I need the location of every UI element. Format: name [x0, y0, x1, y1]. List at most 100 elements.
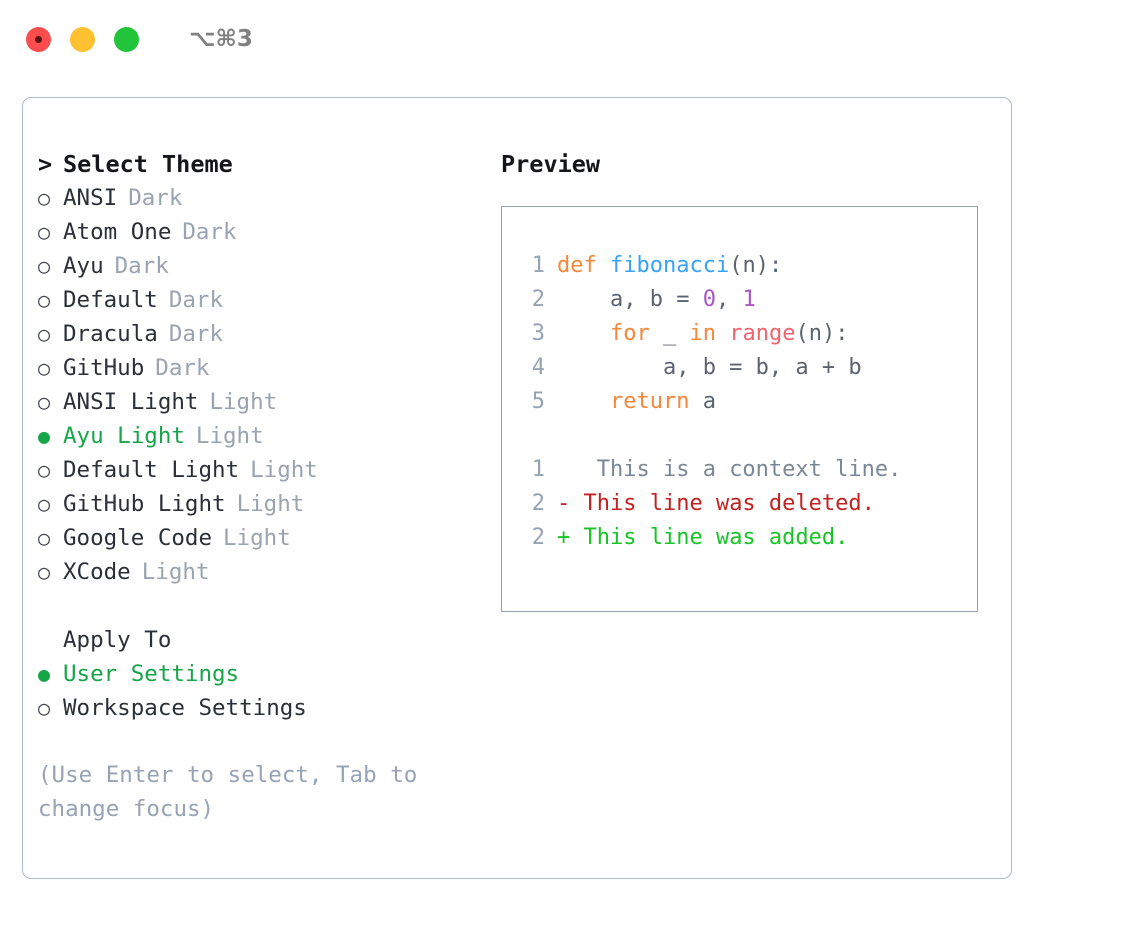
radio-empty-icon[interactable]: ○ — [38, 322, 51, 346]
code-token: 0 — [702, 287, 716, 312]
code-token: range — [729, 321, 796, 346]
title-bar: ⌥⌘3 — [0, 0, 1140, 78]
theme-kind-label: Dark — [155, 355, 210, 381]
theme-name-label: Ayu — [63, 253, 104, 279]
theme-name-label: XCode — [63, 559, 131, 585]
theme-kind-label: Light — [141, 559, 210, 585]
theme-kind-label: Light — [236, 491, 305, 517]
diff-line-number: 1 — [531, 457, 545, 482]
radio-empty-icon[interactable]: ○ — [38, 220, 51, 244]
code-token: a — [689, 389, 716, 414]
diff-line-number: 2 — [531, 491, 545, 516]
apply-to-option-label: Workspace Settings — [63, 695, 307, 721]
select-theme-heading: > Select Theme — [38, 147, 468, 181]
radio-selected-icon[interactable]: ● — [38, 662, 51, 686]
theme-name-label: GitHub — [63, 355, 145, 381]
apply-to-option[interactable]: ● User Settings — [38, 657, 468, 691]
code-line-number: 3 — [531, 321, 545, 346]
diff-marker: + — [557, 525, 571, 550]
code-token — [716, 317, 729, 351]
radio-empty-icon[interactable]: ○ — [38, 458, 51, 482]
code-token: def — [557, 253, 597, 278]
code-diff-spacer — [502, 419, 977, 453]
code-token: a, b = — [557, 287, 703, 312]
code-token: fibonacci — [610, 253, 730, 278]
code-token: _ — [649, 321, 690, 346]
apply-to-option[interactable]: ○ Workspace Settings — [38, 691, 468, 725]
code-token: a, b = b, a + b — [557, 355, 862, 380]
code-line-number: 4 — [531, 355, 545, 380]
minimize-button-icon[interactable] — [70, 26, 95, 52]
theme-kind-label: Dark — [168, 287, 224, 313]
code-token: , — [715, 287, 743, 312]
code-token — [557, 385, 610, 419]
radio-empty-icon[interactable]: ○ — [38, 492, 51, 516]
caret-icon: > — [38, 150, 53, 178]
code-token: (n): — [729, 253, 783, 278]
code-token: (n): — [795, 321, 849, 346]
radio-empty-icon[interactable]: ○ — [38, 390, 51, 414]
diff-text: This line was deleted. — [570, 491, 875, 516]
theme-list-item[interactable]: ○ ANSI Light Light — [38, 385, 468, 419]
theme-name-label: Google Code — [63, 525, 213, 551]
theme-name-label: GitHub Light — [63, 491, 226, 517]
theme-name-label: ANSI — [63, 185, 118, 211]
apply-to-option-label: User Settings — [63, 661, 240, 687]
radio-empty-icon[interactable]: ○ — [38, 696, 51, 720]
code-line: 3 for _ in range(n): — [502, 317, 977, 351]
theme-list-item[interactable]: ○ GitHub Light Light — [38, 487, 468, 521]
preview-title: Preview — [501, 150, 601, 178]
apply-to-list: ● User Settings ○ Workspace Settings — [38, 657, 468, 725]
theme-list-item[interactable]: ○ ANSI Dark — [38, 181, 468, 215]
section-spacer — [38, 589, 468, 623]
code-token: 1 — [742, 287, 756, 312]
code-token — [557, 317, 610, 351]
code-token: in — [689, 321, 716, 346]
diff-line: 1 This is a context line. — [502, 453, 977, 487]
diff-text: This line was added. — [570, 525, 849, 550]
theme-kind-label: Dark — [128, 185, 183, 211]
diff-line-number: 2 — [531, 525, 545, 550]
theme-list-item[interactable]: ○ XCode Light — [38, 555, 468, 589]
radio-empty-icon[interactable]: ○ — [38, 254, 51, 278]
radio-empty-icon[interactable]: ○ — [38, 560, 51, 584]
radio-empty-icon[interactable]: ○ — [38, 526, 51, 550]
code-line: 1 def fibonacci(n): — [502, 249, 977, 283]
theme-name-label: ANSI Light — [63, 389, 199, 415]
radio-empty-icon[interactable]: ○ — [38, 186, 51, 210]
theme-list-item[interactable]: ○ GitHub Dark — [38, 351, 468, 385]
close-button-icon[interactable] — [26, 26, 51, 52]
theme-name-label: Default Light — [63, 457, 240, 483]
theme-kind-label: Light — [195, 423, 264, 449]
theme-list-item[interactable]: ○ Ayu Dark — [38, 249, 468, 283]
window-controls — [26, 26, 139, 52]
diff-line: 2- This line was deleted. — [502, 487, 977, 521]
maximize-button-icon[interactable] — [114, 26, 139, 52]
theme-kind-label: Light — [209, 389, 278, 415]
radio-empty-icon[interactable]: ○ — [38, 288, 51, 312]
code-line: 2 a, b = 0, 1 — [502, 283, 977, 317]
diff-marker — [557, 453, 570, 487]
radio-empty-icon[interactable]: ○ — [38, 356, 51, 380]
theme-name-label: Atom One — [63, 219, 172, 245]
theme-kind-label: Dark — [114, 253, 169, 279]
theme-list-item[interactable]: ○ Default Dark — [38, 283, 468, 317]
code-token — [597, 249, 610, 283]
select-theme-heading-label: Select Theme — [63, 150, 233, 178]
diff-sample-block: 1 This is a context line.2- This line wa… — [502, 453, 977, 555]
radio-selected-icon[interactable]: ● — [38, 424, 51, 448]
theme-name-label: Default — [63, 287, 158, 313]
keyboard-hint-text: (Use Enter to select, Tab to change focu… — [38, 762, 418, 822]
code-line-number: 1 — [531, 253, 545, 278]
